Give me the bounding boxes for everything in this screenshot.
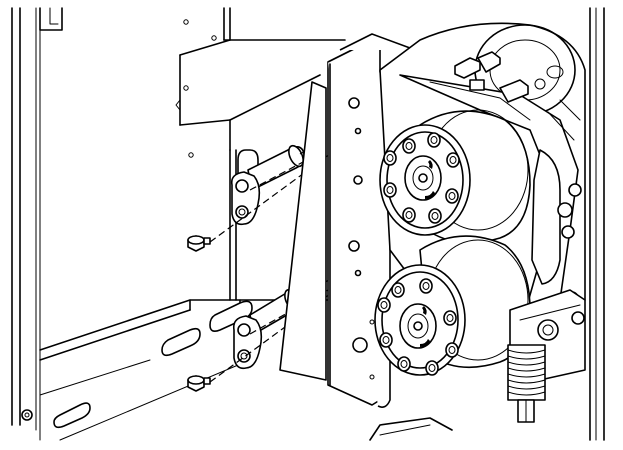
motor-bolts-upper <box>383 132 460 224</box>
hinge-pin-upper <box>230 144 306 226</box>
hydraulic-motor-upper <box>379 109 531 244</box>
motor-bolts-lower <box>377 278 459 376</box>
hydraulic-motor-lower <box>374 235 531 376</box>
mounting-bracket <box>279 33 411 408</box>
screw-upper <box>187 235 211 252</box>
spring <box>507 344 546 423</box>
screw-lower <box>187 375 211 392</box>
